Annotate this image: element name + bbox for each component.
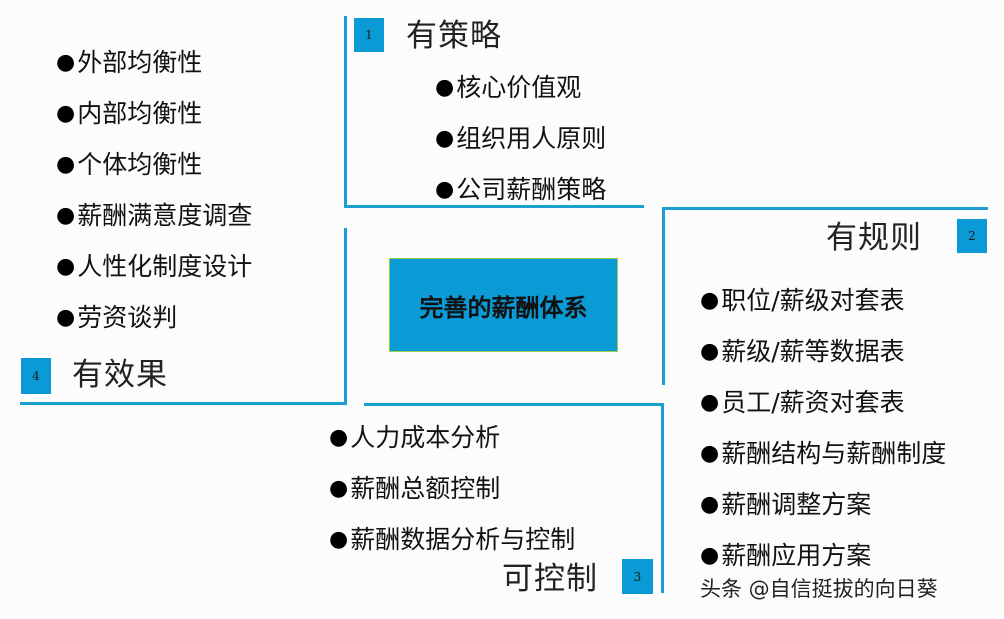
list-item: ●员工/薪资对套表 [700,377,946,428]
bullet-icon: ● [435,177,455,202]
list-item: ●薪酬调整方案 [700,479,946,530]
watermark: 头条 @自信挺拔的向日葵 [700,577,938,601]
bullet-icon: ● [56,254,76,279]
list-item: ●薪酬应用方案 [700,530,946,581]
list-strategy: ●核心价值观 ●组织用人原则 ●公司薪酬策略 [435,62,606,215]
badge-4: 4 [21,358,51,394]
list-item: ●薪酬总额控制 [329,463,575,514]
list-item: ●职位/薪级对套表 [700,275,946,326]
center-title-box: 完善的薪酬体系 [389,258,618,352]
bullet-icon: ● [700,288,720,313]
bullet-icon: ● [56,101,76,126]
list-item: ●内部均衡性 [56,88,252,139]
badge-3: 3 [622,559,653,594]
badge-1: 1 [354,18,384,52]
list-control: ●人力成本分析 ●薪酬总额控制 ●薪酬数据分析与控制 [329,412,575,565]
heading-effect: 有效果 [72,357,168,393]
divider-q1-left [344,16,347,207]
list-item: ●公司薪酬策略 [435,164,606,215]
bullet-icon: ● [329,476,349,501]
list-item: ●薪酬结构与薪酬制度 [700,428,946,479]
bullet-icon: ● [329,425,349,450]
divider-q2-left [662,207,665,385]
bullet-icon: ● [700,441,720,466]
badge-2: 2 [957,219,987,253]
list-item: ●人力成本分析 [329,412,575,463]
list-item: ●薪酬满意度调查 [56,190,252,241]
list-item: ●人性化制度设计 [56,241,252,292]
list-item: ●劳资谈判 [56,292,252,343]
list-item: ●薪酬数据分析与控制 [329,514,575,565]
bullet-icon: ● [700,492,720,517]
heading-rules: 有规则 [826,220,922,256]
list-effect: ●外部均衡性 ●内部均衡性 ●个体均衡性 ●薪酬满意度调查 ●人性化制度设计 ●… [56,37,252,343]
divider-q3-right [661,403,664,593]
list-item: ●薪级/薪等数据表 [700,326,946,377]
bullet-icon: ● [329,527,349,552]
bullet-icon: ● [700,543,720,568]
divider-q1-bottom [344,205,644,208]
bullet-icon: ● [56,152,76,177]
list-item: ●组织用人原则 [435,113,606,164]
bullet-icon: ● [700,390,720,415]
list-item: ●个体均衡性 [56,139,252,190]
bullet-icon: ● [56,203,76,228]
divider-q4-right [344,228,347,404]
bullet-icon: ● [435,75,455,100]
list-rules: ●职位/薪级对套表 ●薪级/薪等数据表 ●员工/薪资对套表 ●薪酬结构与薪酬制度… [700,275,946,581]
bullet-icon: ● [700,339,720,364]
list-item: ●外部均衡性 [56,37,252,88]
bullet-icon: ● [56,305,76,330]
divider-q2-top [662,207,988,210]
heading-strategy: 有策略 [406,18,502,54]
heading-control: 可控制 [502,561,598,597]
divider-q3-top [364,403,664,406]
center-title: 完善的薪酬体系 [419,293,588,322]
bullet-icon: ● [435,126,455,151]
list-item: ●核心价值观 [435,62,606,113]
bullet-icon: ● [56,50,76,75]
divider-q4-bottom [20,402,347,405]
